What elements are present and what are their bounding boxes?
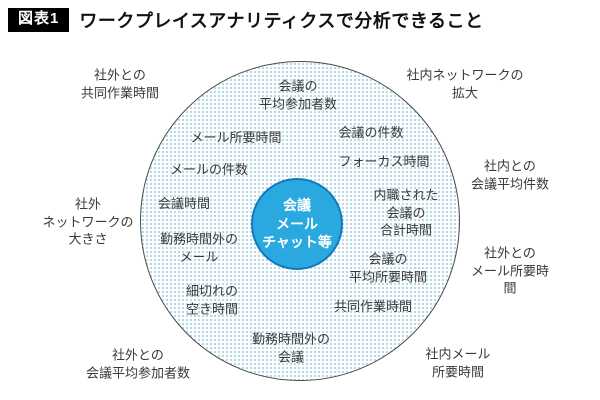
inner-label-mail-count: メールの件数 xyxy=(169,162,249,178)
inner-label-fragmented-free-time: 細切れの 空き時間 xyxy=(185,283,239,316)
outer-label-external-network-size: 社外 ネットワークの 大きさ xyxy=(42,196,134,247)
inner-label-meeting-time: 会議時間 xyxy=(157,196,211,212)
inner-label-multitasked-meeting-time: 内職された 会議の 合計時間 xyxy=(373,187,439,238)
center-circle-label: 会議 メール チャット等 xyxy=(262,197,332,251)
inner-label-meeting-avg-participants: 会議の 平均参加者数 xyxy=(258,78,338,111)
outer-label-external-meeting-avg-participants: 社外との 会議平均参加者数 xyxy=(85,347,191,380)
inner-label-meeting-avg-duration: 会議の 平均所要時間 xyxy=(348,251,428,284)
outer-label-external-collab-time: 社外との 共同作業時間 xyxy=(80,67,160,100)
inner-label-meeting-count: 会議の件数 xyxy=(338,125,404,141)
outer-label-internal-network-growth: 社内ネットワークの 拡大 xyxy=(406,67,524,100)
outer-label-internal-meeting-avg-count: 社内との 会議平均件数 xyxy=(470,158,550,191)
figure-header: 図表1 ワークプレイスアナリティクスで分析できること xyxy=(8,7,483,33)
center-circle: 会議 メール チャット等 xyxy=(251,178,343,270)
figure-number-badge: 図表1 xyxy=(8,8,70,32)
outer-label-external-mail-time: 社外との メール所要時間 xyxy=(470,245,549,296)
inner-label-collaboration-time: 共同作業時間 xyxy=(333,299,413,315)
inner-label-afterhours-mail: 勤務時間外の メール xyxy=(159,231,239,264)
inner-label-afterhours-meeting: 勤務時間外の 会議 xyxy=(251,331,331,364)
outer-label-internal-mail-time: 社内メール 所要時間 xyxy=(425,346,491,379)
inner-label-mail-time: メール所要時間 xyxy=(190,130,282,146)
figure-title: ワークプレイスアナリティクスで分析できること xyxy=(79,11,484,31)
inner-label-focus-time: フォーカス時間 xyxy=(338,154,430,170)
